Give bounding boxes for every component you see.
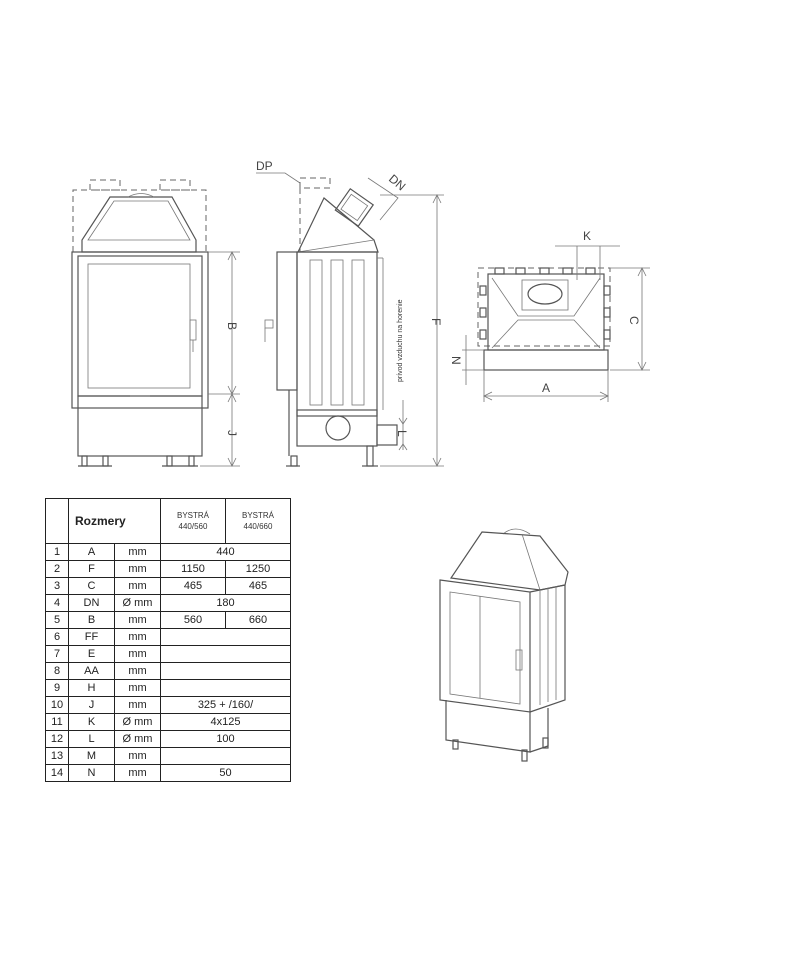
model-header-440-660: BYSTRÁ 440/660 [225,498,291,544]
table-row: 2 F mm 1150 1250 [45,560,291,578]
table-row: 7 E mm [45,645,291,663]
dim-label-f: F [429,318,443,325]
row-value-440-560: 465 [160,577,226,595]
row-number: 5 [45,611,69,629]
row-number: 1 [45,543,69,561]
row-value [160,662,291,680]
table-row: 13 M mm [45,747,291,765]
dim-label-k: K [583,229,591,243]
row-value: 325 + /160/ [160,696,291,714]
row-value-440-560: 560 [160,611,226,629]
row-value-440-660: 1250 [225,560,291,578]
row-symbol: FF [68,628,115,646]
row-unit: mm [114,611,161,629]
row-symbol: B [68,611,115,629]
dim-label-b: B [225,322,239,330]
side-view: DP DN L [256,159,444,467]
row-value-440-560: 1150 [160,560,226,578]
row-number: 11 [45,713,69,731]
row-symbol: DN [68,594,115,612]
row-unit: mm [114,628,161,646]
row-symbol: AA [68,662,115,680]
row-unit: mm [114,560,161,578]
model-size: 440/560 [178,522,208,531]
row-number: 6 [45,628,69,646]
row-value: 180 [160,594,291,612]
model-header-440-560: BYSTRÁ 440/560 [160,498,226,544]
row-value: 50 [160,764,291,782]
dim-label-j: J [225,430,239,436]
table-title: Rozmery [68,498,161,544]
row-value: 100 [160,730,291,748]
model-size: 440/660 [243,522,273,531]
row-unit: mm [114,645,161,663]
perspective-view [439,528,569,762]
row-symbol: C [68,577,115,595]
row-unit: mm [114,662,161,680]
table-row: 9 H mm [45,679,291,697]
header-blank-cell [45,498,69,544]
row-number: 7 [45,645,69,663]
front-view: B J [71,179,240,467]
row-number: 12 [45,730,69,748]
row-symbol: J [68,696,115,714]
row-number: 10 [45,696,69,714]
dim-label-c: C [627,316,641,325]
model-name: BYSTRÁ [241,511,274,520]
row-number: 13 [45,747,69,765]
row-symbol: H [68,679,115,697]
row-symbol: E [68,645,115,663]
table-row: 6 FF mm [45,628,291,646]
row-value [160,679,291,697]
row-value: 4x125 [160,713,291,731]
model-name: BYSTRÁ [176,511,209,520]
row-unit: mm [114,679,161,697]
row-unit: Ø mm [114,730,161,748]
row-symbol: K [68,713,115,731]
row-unit: mm [114,747,161,765]
dim-label-dp: DP [256,159,273,173]
table-row: 4 DN Ø mm 180 [45,594,291,612]
row-unit: Ø mm [114,594,161,612]
row-value: 440 [160,543,291,561]
row-symbol: F [68,560,115,578]
row-value [160,645,291,663]
dim-label-a: A [542,381,550,395]
row-number: 4 [45,594,69,612]
table-row: 10 J mm 325 + /160/ [45,696,291,714]
row-number: 3 [45,577,69,595]
row-unit: mm [114,577,161,595]
row-number: 9 [45,679,69,697]
table-row: 1 A mm 440 [45,543,291,561]
row-value-440-660: 465 [225,577,291,595]
row-symbol: A [68,543,115,561]
table-row: 8 AA mm [45,662,291,680]
table-header-row: Rozmery BYSTRÁ 440/560 BYSTRÁ 440/660 [45,498,291,544]
row-symbol: L [68,730,115,748]
row-unit: mm [114,764,161,782]
table-row: 12 L Ø mm 100 [45,730,291,748]
row-unit: Ø mm [114,713,161,731]
row-number: 8 [45,662,69,680]
row-symbol: M [68,747,115,765]
air-supply-note: prívod vzduchu na horenie [397,299,404,382]
table-row: 3 C mm 465 465 [45,577,291,595]
table-row: 5 B mm 560 660 [45,611,291,629]
table-row: 11 K Ø mm 4x125 [45,713,291,731]
row-symbol: N [68,764,115,782]
row-value [160,747,291,765]
dimensions-table: Rozmery BYSTRÁ 440/560 BYSTRÁ 440/660 1 … [45,498,291,782]
row-unit: mm [114,696,161,714]
table-row: 14 N mm 50 [45,764,291,782]
row-value-440-660: 660 [225,611,291,629]
dim-label-l: L [395,430,409,437]
dim-label-dn: DN [386,172,408,194]
row-unit: mm [114,543,161,561]
row-number: 14 [45,764,69,782]
dim-label-n: N [449,356,463,365]
top-view: K C N A [449,229,650,402]
row-number: 2 [45,560,69,578]
row-value [160,628,291,646]
